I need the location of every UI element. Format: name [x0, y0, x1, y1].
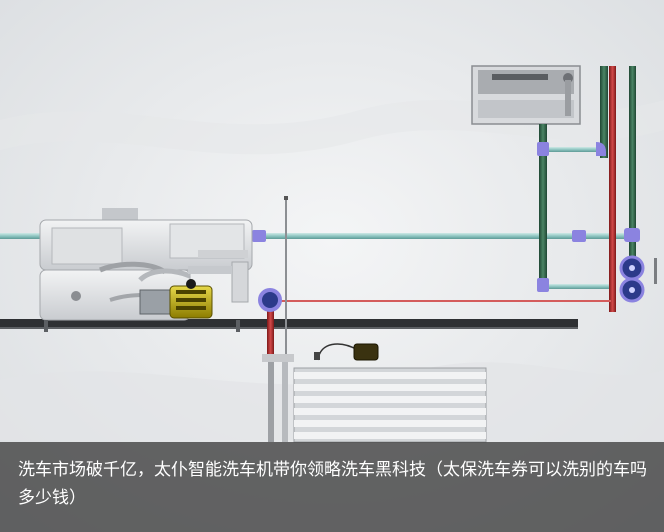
connector-pipe	[547, 147, 601, 152]
post	[268, 360, 274, 442]
tee-fitting	[537, 142, 549, 156]
bracket	[654, 258, 657, 284]
water-pipe-main	[0, 233, 640, 239]
red-pipe-vertical	[609, 66, 616, 312]
caption-overlay	[0, 442, 664, 532]
drainage-grille	[293, 367, 487, 443]
base-rail	[0, 319, 578, 327]
green-pipe-upper	[600, 66, 608, 158]
base-rail-shadow	[0, 327, 578, 329]
elbow-fitting	[596, 142, 606, 156]
antenna-rod	[285, 198, 287, 360]
green-pipe-left	[539, 124, 547, 292]
sensor-box	[353, 343, 379, 361]
image-caption: 洗车市场破千亿，太仆智能洗车机带你领略洗车黑科技（太保洗车券可以洗别的车吗多少钱…	[18, 460, 647, 508]
pipe-joint	[252, 230, 266, 242]
post	[282, 360, 288, 442]
hose-reel	[619, 255, 645, 303]
tee-fitting-lower	[537, 278, 549, 292]
connector-pipe-lower	[547, 284, 609, 289]
green-pipe-right	[629, 66, 636, 286]
sensor-clip	[314, 352, 320, 360]
red-pipe-center	[267, 300, 274, 360]
post-cap	[262, 354, 294, 362]
water-tank-machine	[39, 208, 253, 332]
valve-fitting	[572, 230, 586, 242]
red-pipe-horizontal	[275, 300, 611, 302]
control-box	[471, 65, 581, 125]
pipe-valve-center	[258, 288, 282, 312]
pump-motor	[139, 279, 213, 319]
valve-fitting-right	[624, 228, 640, 242]
